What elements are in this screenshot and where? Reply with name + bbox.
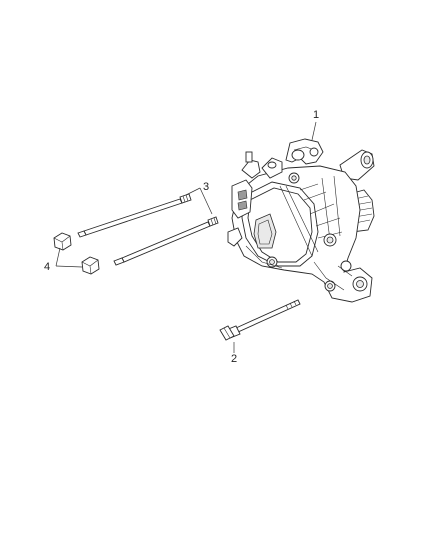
alternator-assembly [227, 138, 375, 303]
stud-upper [77, 193, 192, 238]
leader-3a [185, 187, 201, 196]
nut-upper [53, 232, 72, 251]
callout-1: 1 [313, 109, 320, 121]
callout-2: 2 [231, 353, 238, 365]
callout-3: 3 [203, 181, 210, 193]
leader-4a [55, 247, 61, 267]
bolt [219, 299, 301, 341]
callout-4: 4 [44, 261, 51, 273]
nut-lower [81, 256, 100, 275]
leader-1 [311, 121, 317, 141]
leader-3b [199, 187, 213, 215]
stud-lower [113, 216, 219, 266]
leader-4b [55, 265, 83, 268]
